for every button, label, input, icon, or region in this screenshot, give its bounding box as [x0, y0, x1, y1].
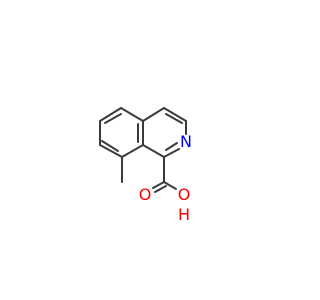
- bond-layer: [99, 107, 187, 193]
- bond-c6-c5-double: [104, 113, 122, 124]
- bond-c1-c8a: [142, 144, 165, 158]
- structure-diagram: N O O H: [99, 107, 192, 224]
- bond-c5-c4a: [120, 107, 144, 122]
- nitrogen-atom-label: N: [180, 132, 192, 151]
- atom-label-layer: N O O H: [139, 132, 192, 224]
- bond-n2-c1: [163, 148, 180, 158]
- bond-c8-c7: [99, 144, 123, 158]
- bond-c4-c3: [163, 107, 187, 122]
- bond-carboxyl-o-double-a: [152, 181, 165, 189]
- bond-c6-c5: [99, 107, 122, 122]
- bond-c4a-c4: [142, 107, 165, 122]
- bond-c4-c3-double: [165, 113, 183, 124]
- hydroxyl-hydrogen-atom-label: H: [178, 205, 190, 224]
- bond-carboxyl-o-double-b: [154, 185, 167, 193]
- bond-c7-c7-double: [101, 140, 119, 152]
- bond-n2-c1-double: [165, 142, 178, 151]
- bond-c8a-c8: [121, 144, 144, 158]
- hydroxyl-oxygen-atom-label: O: [178, 185, 191, 204]
- carbonyl-oxygen-atom-label: O: [139, 185, 152, 204]
- bond-carboxyl-oh: [163, 181, 177, 190]
